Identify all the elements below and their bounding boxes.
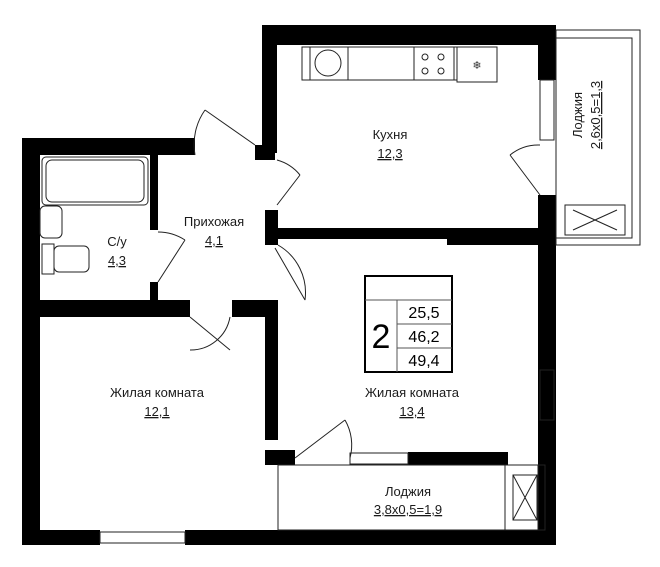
loggia-right-name: Лоджия (570, 92, 585, 138)
rooms-count: 2 (372, 318, 391, 356)
fridge-icon (456, 46, 498, 83)
total-area-with-loggia: 49,4 (408, 353, 439, 370)
living-right-name: Жилая комната (365, 385, 460, 400)
kitchen-name: Кухня (373, 127, 408, 142)
bathroom-fixtures (39, 156, 149, 275)
loggia-right-area: 2,6х0,5=1,3 (588, 81, 603, 149)
kitchen-area: 12,3 (377, 146, 402, 161)
washbasin-icon (39, 205, 63, 239)
living-right-area: 13,4 (399, 404, 424, 419)
hallway-name: Прихожая (184, 214, 244, 229)
doors (157, 109, 541, 459)
living-area-total: 25,5 (408, 305, 439, 322)
kitchen-counter: ❄ (301, 46, 498, 83)
loggia-bottom-area: 3,8х0,5=1,9 (374, 502, 442, 517)
living-left-area: 12,1 (144, 404, 169, 419)
svg-text:❄: ❄ (472, 60, 481, 72)
bathroom-name: С/у (107, 234, 127, 249)
loggia-bottom-name: Лоджия (385, 484, 431, 499)
total-area: 46,2 (408, 329, 439, 346)
bathtub-icon (41, 156, 149, 206)
living-left-name: Жилая комната (110, 385, 205, 400)
hallway-area: 4,1 (205, 233, 223, 248)
sink-icon (309, 46, 349, 81)
walls (22, 25, 556, 545)
windows (99, 79, 555, 544)
stove-icon (413, 46, 455, 81)
area-summary-box: 2 25,5 46,2 49,4 (364, 275, 453, 373)
bathroom-area: 4,3 (108, 253, 126, 268)
loggia-outlines (277, 29, 641, 531)
toilet-icon (41, 243, 55, 275)
